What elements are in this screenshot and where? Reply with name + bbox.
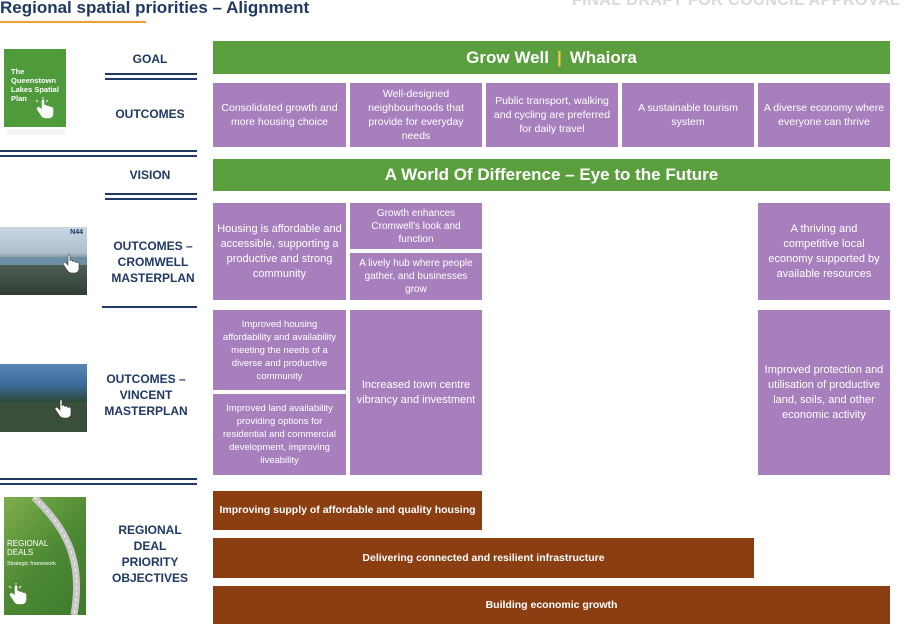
regional-deal-label: REGIONAL DEAL PRIORITY OBJECTIVES (111, 523, 189, 585)
pointing-hand-icon[interactable] (52, 397, 74, 421)
outcomes-label: OUTCOMES (115, 107, 185, 121)
pointing-hand-icon[interactable] (60, 252, 82, 276)
outcome-card: A sustainable tourism system (622, 83, 754, 147)
divider-rule (102, 306, 197, 308)
divider-rule (0, 478, 197, 480)
goal-right-text: Whaiora (569, 47, 637, 67)
goal-left-text: Grow Well (466, 47, 549, 67)
outcome-card: Public transport, walking and cycling ar… (486, 83, 618, 147)
cromwell-masterplan-thumbnail[interactable]: N44 (0, 227, 87, 295)
goal-banner: Grow Well | Whaiora (213, 41, 890, 74)
outcome-card: A diverse economy where everyone can thr… (758, 83, 890, 147)
vincent-land-card: Improved land availability providing opt… (213, 394, 346, 475)
road-illustration (31, 497, 81, 615)
pointing-hand-icon[interactable] (7, 583, 29, 607)
vincent-outcomes-label: OUTCOMES – VINCENT MASTERPLAN (104, 372, 188, 418)
cromwell-economy-card: A thriving and competitive local economy… (758, 203, 890, 300)
vincent-productive-land-card: Improved protection and utilisation of p… (758, 310, 890, 475)
goal-label: GOAL (132, 52, 168, 66)
spatial-plan-thumbnail[interactable]: The Queenstown Lakes Spatial Plan (4, 49, 66, 137)
divider-rule (105, 193, 197, 195)
draft-watermark: FINAL DRAFT FOR COUNCIL APPROVAL (572, 0, 901, 9)
page-title: Regional spatial priorities – Alignment (0, 0, 310, 17)
vincent-town-centre-card: Increased town centre vibrancy and inves… (350, 310, 482, 475)
divider-rule (105, 78, 197, 80)
regional-deals-thumbnail-title: REGIONAL DEALS (7, 539, 49, 557)
cromwell-thumbnail-badge: N44 (70, 229, 83, 236)
spatial-plan-thumbnail-title: The Queenstown Lakes Spatial Plan (11, 67, 59, 103)
regional-objective-infrastructure: Delivering connected and resilient infra… (213, 538, 754, 578)
regional-deals-thumbnail-subtitle: Strategic framework (7, 561, 56, 567)
divider-rule (0, 155, 197, 157)
cromwell-housing-card: Housing is affordable and accessible, su… (213, 203, 346, 300)
vision-label: VISION (129, 168, 171, 182)
divider-rule (0, 150, 197, 152)
cromwell-outcomes-label: OUTCOMES – CROMWELL MASTERPLAN (111, 239, 195, 285)
goal-separator: | (556, 47, 562, 67)
regional-objective-economic-growth: Building economic growth (213, 586, 890, 624)
divider-rule (0, 483, 197, 485)
outcome-card: Consolidated growth and more housing cho… (213, 83, 346, 147)
vincent-masterplan-thumbnail[interactable] (0, 364, 87, 432)
regional-objective-housing: Improving supply of affordable and quali… (213, 491, 482, 530)
pointing-hand-icon[interactable] (34, 97, 56, 121)
regional-deals-thumbnail[interactable]: REGIONAL DEALS Strategic framework (4, 497, 86, 615)
title-underline (0, 21, 146, 23)
vincent-housing-card: Improved housing affordability and avail… (213, 310, 346, 390)
outcome-card: Well-designed neighbourhoods that provid… (350, 83, 482, 147)
divider-rule (105, 198, 197, 200)
cromwell-look-card: Growth enhances Cromwell's look and func… (350, 203, 482, 249)
vision-banner: A World Of Difference – Eye to the Futur… (213, 159, 890, 191)
divider-rule (105, 73, 197, 75)
cromwell-hub-card: A lively hub where people gather, and bu… (350, 253, 482, 300)
